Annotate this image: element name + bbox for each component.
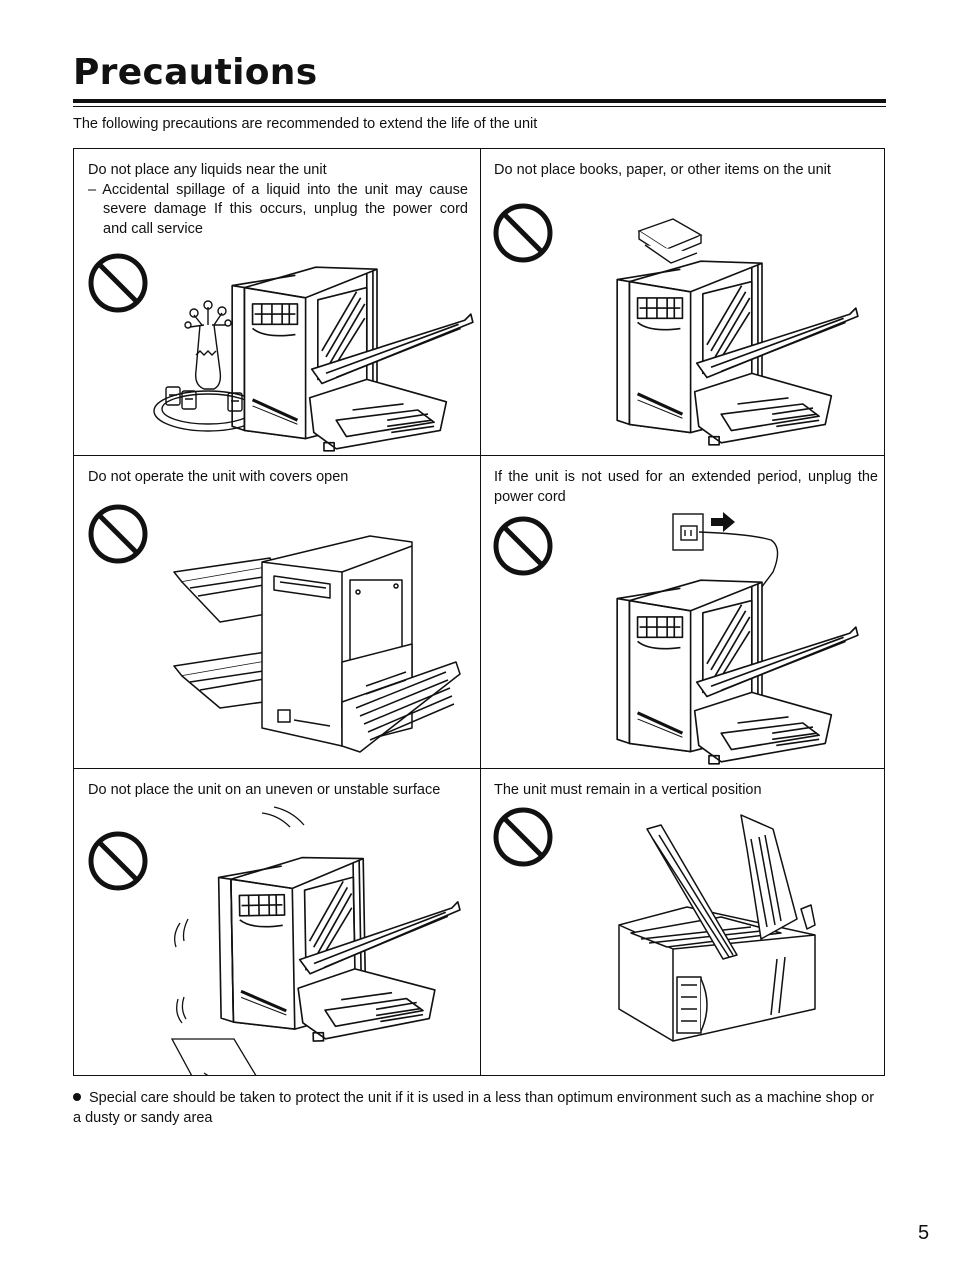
arrow-icon [711,512,735,532]
prohibition-icon [493,807,553,867]
prohibition-icon [88,831,148,891]
grid-divider-row1 [74,455,884,456]
printer-illustration [615,512,860,766]
prohibition-icon [88,504,148,564]
prohibition-icon [493,516,553,576]
prohibition-icon [88,253,148,313]
printer-illustration [618,814,816,1042]
printer-illustration [173,535,461,753]
precaution-surface-text: Do not place the unit on an uneven or un… [88,782,441,798]
printer-illustration [615,218,860,447]
precaution-liquids-detail: – Accidental spillage of a liquid into t… [88,181,468,237]
precaution-unplug-text: If the unit is not used for an extended … [494,469,878,505]
footnote: Special care should be taken to protect … [73,1088,885,1128]
precaution-unplug: If the unit is not used for an extended … [481,456,887,768]
vase-illustration [184,300,232,390]
bullet-icon [73,1093,81,1102]
precaution-vertical-text: The unit must remain in a vertical posit… [494,782,762,798]
precaution-books-text: Do not place books, paper, or other item… [494,162,831,178]
page-number: 5 [918,1222,930,1244]
title-rule-thin [73,106,886,107]
precaution-covers-text: Do not operate the unit with covers open [88,469,349,485]
precautions-table: Do not place any liquids near the unit –… [73,148,885,1076]
precaution-liquids-text: Do not place any liquids near the unit [88,162,327,178]
precaution-books: Do not place books, paper, or other item… [481,149,887,455]
precaution-surface: Do not place the unit on an uneven or un… [74,769,480,1077]
grid-divider-row2 [74,768,884,769]
power-plug-illustration [672,513,779,589]
precaution-vertical: The unit must remain in a vertical posit… [481,769,887,1077]
prohibition-icon [493,203,553,263]
precaution-covers: Do not operate the unit with covers open [74,456,480,768]
intro-text: The following precautions are recommende… [73,116,538,132]
grid-divider-vertical [480,149,481,1075]
precaution-liquids: Do not place any liquids near the unit –… [74,149,480,455]
title-rule [73,99,886,103]
printer-illustration [170,806,464,1075]
page-title: Precautions [73,52,318,93]
footnote-text: Special care should be taken to protect … [73,1090,875,1126]
books-illustration [637,218,703,264]
printer-illustration [153,265,475,453]
